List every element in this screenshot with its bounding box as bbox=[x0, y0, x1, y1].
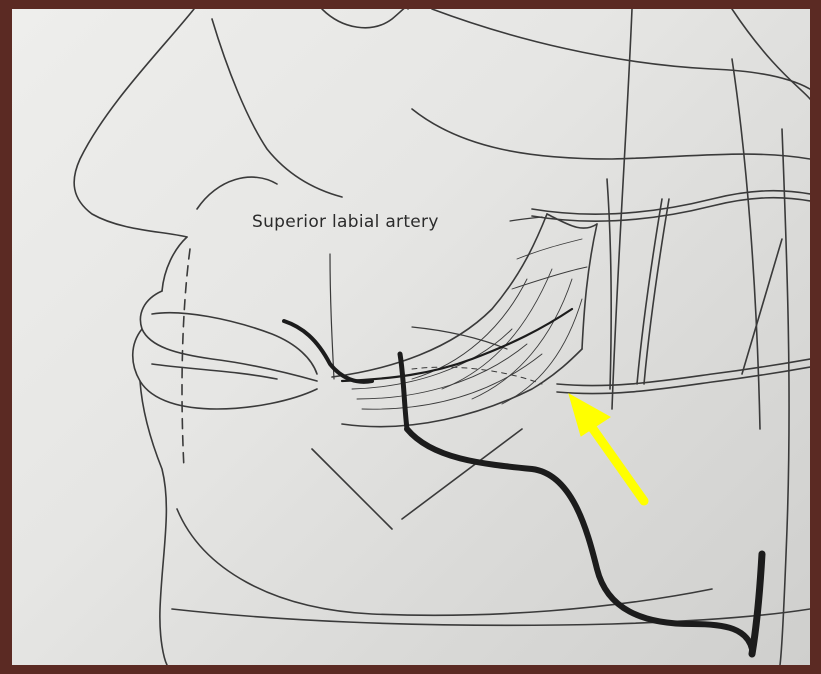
arrow-shaft bbox=[586, 419, 644, 501]
arrow-head bbox=[569, 394, 610, 436]
yellow-arrow-icon bbox=[12, 9, 810, 665]
anatomy-photo: Superior labial artery bbox=[12, 9, 810, 665]
